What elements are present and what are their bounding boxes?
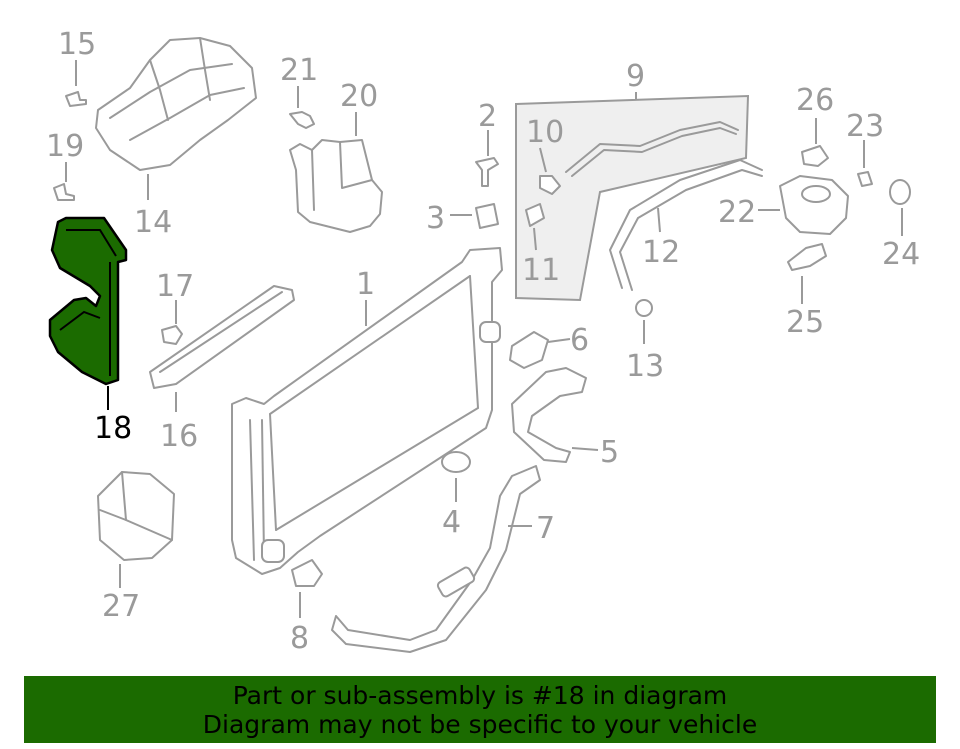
part-11-clip [525, 203, 545, 227]
part-27-bracket [97, 471, 175, 561]
callout-4: 4 [442, 505, 461, 540]
banner-line-2: Diagram may not be specific to your vehi… [202, 709, 758, 739]
part-23-bolt [857, 171, 873, 187]
leader-lines [65, 60, 903, 618]
callout-12: 12 [642, 235, 680, 270]
part-24-cap [889, 179, 911, 205]
callout-13: 13 [626, 349, 664, 384]
part-6-clamp [509, 331, 549, 369]
callout-2: 2 [478, 99, 497, 134]
callout-18: 18 [94, 411, 132, 446]
callout-26: 26 [796, 83, 834, 118]
callout-25: 25 [786, 305, 824, 340]
callout-27: 27 [102, 589, 140, 624]
part-26-cap [801, 145, 829, 167]
callout-labels: 15 19 14 18 21 20 17 16 1 2 3 9 10 11 12… [46, 27, 920, 656]
part-18-shroud-highlighted [48, 216, 128, 386]
callout-8: 8 [290, 621, 309, 656]
part-1-radiator [231, 247, 503, 575]
callout-14: 14 [134, 205, 172, 240]
callout-17: 17 [156, 269, 194, 304]
callout-1: 1 [356, 267, 375, 302]
callout-24: 24 [882, 237, 920, 272]
callout-15: 15 [58, 27, 96, 62]
part-10-clip [539, 175, 561, 195]
callout-6: 6 [570, 323, 589, 358]
part-4-grommet [441, 451, 471, 473]
callout-10: 10 [526, 115, 564, 150]
callout-20: 20 [340, 79, 378, 114]
part-20-bracket [289, 139, 383, 233]
part-21-bolt [289, 111, 315, 129]
part-22-reservoir [779, 175, 849, 235]
part-2-pin [475, 157, 499, 187]
part-14-cover [95, 37, 257, 171]
part-8-clamp [291, 559, 323, 587]
callout-16: 16 [160, 419, 198, 454]
callout-5: 5 [600, 435, 619, 470]
part-5-hose [511, 367, 587, 463]
part-15-bolt [65, 91, 87, 107]
callout-23: 23 [846, 109, 884, 144]
callout-3: 3 [426, 201, 445, 236]
callout-19: 19 [46, 129, 84, 164]
part-3-clip [475, 203, 499, 229]
part-17-clip [161, 325, 183, 345]
parts-diagram: 15 19 14 18 21 20 17 16 1 2 3 9 10 11 12… [46, 27, 920, 656]
part-12-hose [609, 159, 763, 291]
info-banner: Part or sub-assembly is #18 in diagram D… [24, 676, 936, 743]
callout-11: 11 [522, 253, 560, 288]
part-9-tube-group [515, 94, 750, 302]
part-16-bar [149, 285, 295, 389]
part-13-clamp [635, 299, 653, 317]
banner-line-1: Part or sub-assembly is #18 in diagram [232, 680, 728, 710]
callout-21: 21 [280, 53, 318, 88]
callout-7: 7 [536, 511, 555, 546]
callout-9: 9 [626, 59, 645, 94]
part-19-bolt [53, 183, 75, 201]
part-25-bracket [787, 243, 827, 271]
callout-22: 22 [718, 195, 756, 230]
part-7-hose [331, 465, 541, 653]
